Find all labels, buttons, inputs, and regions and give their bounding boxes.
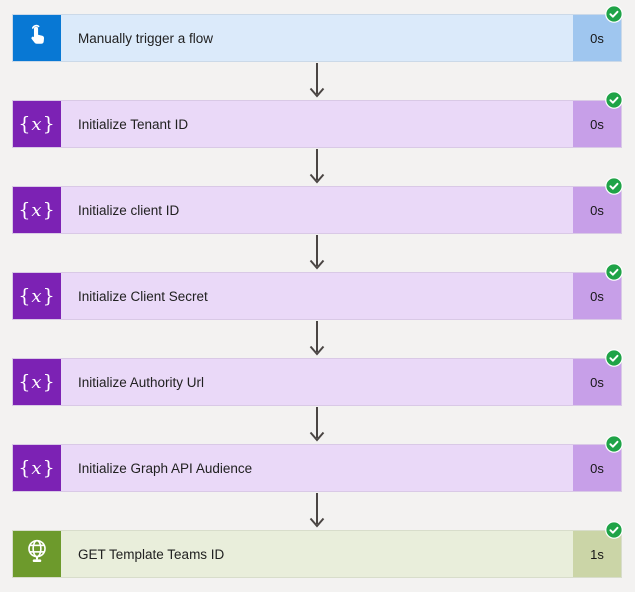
status-success-icon <box>605 435 623 453</box>
step-icon-box: {x} <box>13 359 61 405</box>
connector-arrow-icon <box>307 234 327 272</box>
globe-icon <box>22 537 52 572</box>
status-success-icon <box>605 521 623 539</box>
status-success-icon <box>605 177 623 195</box>
status-success-icon <box>605 263 623 281</box>
step-duration-badge: 0s <box>573 187 621 233</box>
status-success-icon <box>605 91 623 109</box>
variable-x-icon: {x} <box>18 198 56 221</box>
connector-arrow-icon <box>307 406 327 444</box>
step-icon-box: {x} <box>13 273 61 319</box>
flow-step[interactable]: {x} Initialize Client Secret 0s <box>12 263 623 320</box>
step-title: Initialize client ID <box>78 202 180 218</box>
flow-step[interactable]: Manually trigger a flow 0s <box>12 5 623 62</box>
step-title: Initialize Tenant ID <box>78 116 189 132</box>
flow-step[interactable]: {x} Initialize Tenant ID 0s <box>12 91 623 148</box>
flow-step[interactable]: {x} Initialize Graph API Audience 0s <box>12 435 623 492</box>
hand-tap-icon <box>24 23 50 54</box>
status-success-icon <box>605 349 623 367</box>
flow-step[interactable]: {x} Initialize Authority Url 0s <box>12 349 623 406</box>
connector-arrow-icon <box>307 320 327 358</box>
step-title: GET Template Teams ID <box>78 546 225 562</box>
flow-step[interactable]: {x} Initialize client ID 0s <box>12 177 623 234</box>
step-duration-badge: 0s <box>573 359 621 405</box>
variable-x-icon: {x} <box>18 284 56 307</box>
step-title: Manually trigger a flow <box>78 30 214 46</box>
step-title: Initialize Client Secret <box>78 288 208 304</box>
connector-arrow-icon <box>307 492 327 530</box>
step-title: Initialize Authority Url <box>78 374 205 390</box>
step-title: Initialize Graph API Audience <box>78 460 253 476</box>
step-icon-box <box>13 531 61 577</box>
step-icon-box <box>13 15 61 61</box>
flow-step[interactable]: GET Template Teams ID 1s <box>12 521 623 578</box>
variable-x-icon: {x} <box>18 370 56 393</box>
connector-arrow-icon <box>307 62 327 100</box>
step-icon-box: {x} <box>13 101 61 147</box>
status-success-icon <box>605 5 623 23</box>
step-icon-box: {x} <box>13 187 61 233</box>
variable-x-icon: {x} <box>18 112 56 135</box>
connector-arrow-icon <box>307 148 327 186</box>
variable-x-icon: {x} <box>18 456 56 479</box>
step-icon-box: {x} <box>13 445 61 491</box>
